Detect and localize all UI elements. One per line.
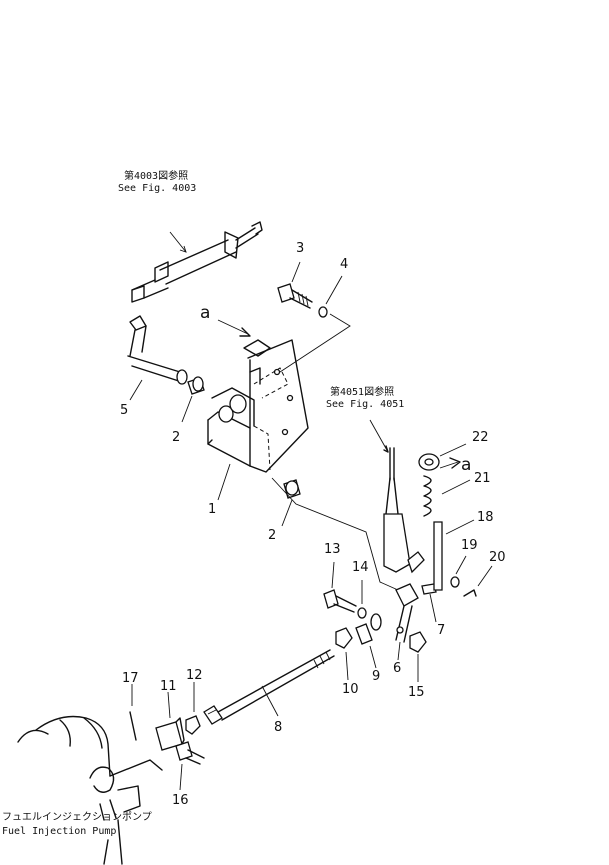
reference-shaft-4003 <box>131 221 263 303</box>
part-4-washer <box>318 275 343 318</box>
part-number-8: 8 <box>274 720 282 735</box>
view-arrow-left <box>217 319 251 337</box>
reference-cable-4051 <box>369 419 411 573</box>
part-number-11: 11 <box>160 679 177 694</box>
part-number-3: 3 <box>296 241 304 256</box>
part-number-7: 7 <box>437 623 445 638</box>
part-number-17: 17 <box>122 671 139 686</box>
part-22-cap <box>418 443 467 471</box>
part-12-nut <box>185 682 201 735</box>
part-number-22: 22 <box>472 430 489 445</box>
view-label-a-right: a <box>461 455 471 475</box>
part-6-lever <box>395 551 425 661</box>
part-3-bolt <box>277 261 313 309</box>
part-number-9: 9 <box>372 669 380 684</box>
part-19-washer <box>450 555 467 588</box>
part-number-5: 5 <box>120 403 128 418</box>
part-number-2-upper: 2 <box>172 430 180 445</box>
view-arrow-right <box>439 457 461 469</box>
part-13-bolt <box>323 561 357 613</box>
part-14-washer <box>357 580 367 619</box>
pump-label-en: Fuel Injection Pump <box>2 826 116 837</box>
leader-bolt-3 <box>279 313 351 373</box>
part-number-2-lower: 2 <box>268 528 276 543</box>
part-number-10: 10 <box>342 682 359 697</box>
part-9-bolt <box>355 613 382 669</box>
part-15-nut <box>409 631 427 682</box>
ref-4051-jp: 第4051図参照 <box>330 385 394 398</box>
part-21-spring <box>423 475 471 517</box>
pump-label-jp: フュエルインジェクションポンプ <box>2 811 152 823</box>
fuel-injection-pump <box>17 715 163 865</box>
ref-4003-en: See Fig. 4003 <box>118 183 196 194</box>
part-2-bushing-lower <box>281 479 301 527</box>
part-5-lever <box>127 315 188 401</box>
view-label-a-left: a <box>200 303 210 323</box>
part-7-pin <box>421 583 437 623</box>
part-number-19: 19 <box>461 538 478 553</box>
ref-4003-jp: 第4003図参照 <box>124 169 188 182</box>
part-1-bracket <box>207 339 309 501</box>
part-18-rod <box>433 519 475 591</box>
part-number-18: 18 <box>477 510 494 525</box>
part-number-13: 13 <box>324 542 341 557</box>
part-8-rod <box>203 649 335 725</box>
part-number-14: 14 <box>352 560 369 575</box>
part-10-nut <box>335 627 353 681</box>
part-11-joint <box>155 691 185 751</box>
part-17-pin <box>129 684 137 741</box>
part-number-6: 6 <box>393 661 401 676</box>
leader-rod-link <box>271 477 399 591</box>
part-16-bolt <box>175 741 205 791</box>
part-number-16: 16 <box>172 793 189 808</box>
part-number-1: 1 <box>208 502 216 517</box>
ref-4051-en: See Fig. 4051 <box>326 399 404 410</box>
part-number-4: 4 <box>340 257 348 272</box>
part-number-15: 15 <box>408 685 425 700</box>
part-20-cotter-pin <box>463 565 493 597</box>
part-number-21: 21 <box>474 471 491 486</box>
part-number-12: 12 <box>186 668 203 683</box>
part-number-20: 20 <box>489 550 506 565</box>
part-2-bushing-upper <box>181 376 205 423</box>
